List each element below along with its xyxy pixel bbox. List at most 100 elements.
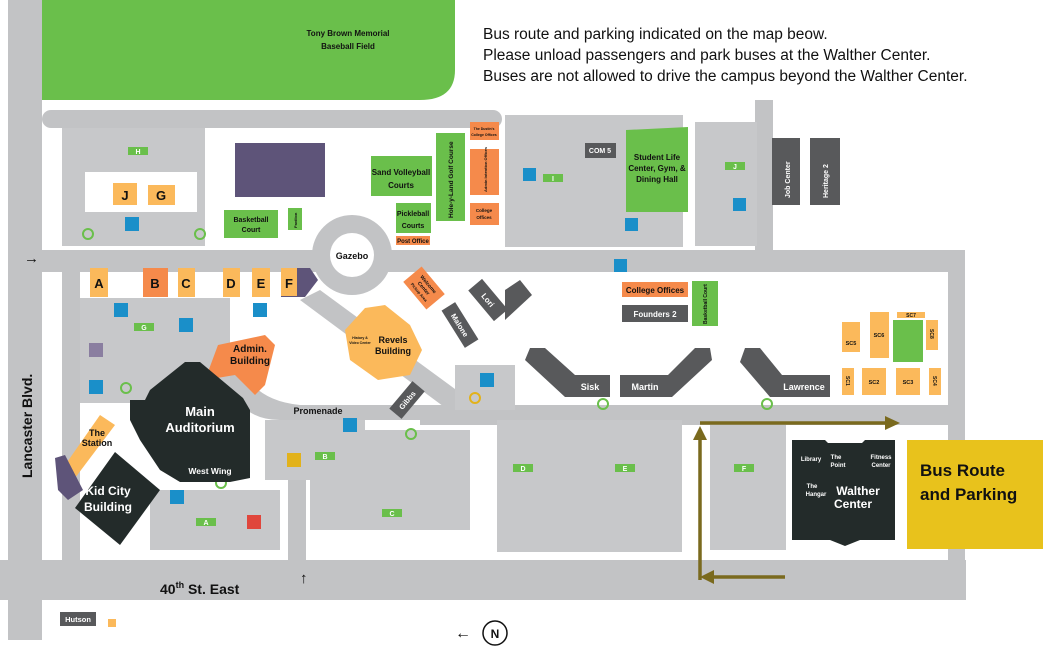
the-station xyxy=(63,415,115,478)
lawrence-building xyxy=(740,348,830,397)
sc5 xyxy=(842,322,860,352)
sc1 xyxy=(842,368,854,395)
building-j-label: J xyxy=(121,188,128,203)
gazebo-center xyxy=(330,233,374,277)
info-icon xyxy=(287,453,301,467)
com5-label: COM 5 xyxy=(589,148,611,155)
job-center xyxy=(772,138,800,205)
walther-center xyxy=(792,440,895,546)
building-d-label: D xyxy=(226,276,235,291)
west-entrance-arrow-icon: → xyxy=(24,250,39,267)
sc8 xyxy=(926,320,938,350)
lot-i-tag xyxy=(543,174,563,182)
accessible-lot xyxy=(455,365,515,410)
building-b xyxy=(143,268,168,297)
dustin-label-1: The Dustin's xyxy=(474,127,495,131)
hutson-building xyxy=(60,612,96,626)
admin-building xyxy=(205,335,275,395)
sand-volleyball-label-2: Courts xyxy=(388,181,414,190)
student-life-label-1: Student Life xyxy=(634,153,681,162)
bus-stop-icon xyxy=(761,398,773,410)
sc7 xyxy=(897,312,925,318)
lot-d-tag xyxy=(513,464,533,472)
auditorium-loop xyxy=(225,360,430,420)
sc-buildings xyxy=(842,312,941,395)
main-auditorium xyxy=(130,362,250,482)
basketball-court-east-label: Basketball Court xyxy=(703,284,709,324)
lot-h-label: H xyxy=(135,149,140,156)
accessible-icon xyxy=(114,303,128,317)
promenade-label: Promenade xyxy=(293,406,342,416)
station-label-2: Station xyxy=(82,438,113,448)
hangar-label-2: Hangar xyxy=(806,492,827,498)
kid-city-building xyxy=(75,452,160,545)
bus-route-east-arrowhead xyxy=(885,416,900,430)
lot-c-tag xyxy=(382,509,402,517)
point-label-1: The xyxy=(831,455,842,461)
kid-city-label-2: Building xyxy=(84,500,132,514)
pickleball-label-2: Courts xyxy=(402,223,425,230)
40th-street-label: 40th St. East xyxy=(160,580,240,597)
main-auditorium-label-2: Auditorium xyxy=(165,420,234,435)
building-e-label: E xyxy=(257,276,266,291)
40th-street-road xyxy=(0,560,966,600)
student-life-center xyxy=(626,127,688,212)
college-offices-small-label-1: College xyxy=(476,208,493,213)
baseball-label-1: Tony Brown Memorial xyxy=(307,29,390,38)
lancaster-blvd-label: Lancaster Blvd. xyxy=(19,374,35,478)
restroom-icon xyxy=(247,515,261,529)
founders-2-label: Founders 2 xyxy=(633,310,677,319)
building-f xyxy=(281,268,297,296)
pickleball-label-1: Pickleball xyxy=(397,211,429,218)
kid-city-label-1: Kid City xyxy=(85,484,131,498)
sc4-label: SC4 xyxy=(931,376,937,386)
basketball-court-east xyxy=(692,281,718,326)
hutson-marker xyxy=(108,619,116,627)
sc-courtyard xyxy=(893,320,923,362)
building-j xyxy=(113,183,137,205)
building-e xyxy=(252,268,270,297)
accessible-icons xyxy=(89,168,746,504)
notice-line-1: Bus route and parking indicated on the m… xyxy=(483,26,828,43)
heritage-2-label: Heritage 2 xyxy=(823,164,830,198)
lot-j-label: J xyxy=(733,164,737,171)
west-connector xyxy=(62,270,80,570)
lori-wing xyxy=(505,280,532,320)
student-life-label-3: Dining Hall xyxy=(636,175,678,184)
admin-label-1: Admin. xyxy=(233,344,267,355)
sc2 xyxy=(862,368,886,395)
accessible-icon xyxy=(253,303,267,317)
lot-h-tag xyxy=(128,147,148,155)
golf-course-label: Hole-y-Land Golf Course xyxy=(448,141,455,218)
accessible-icon xyxy=(523,168,536,181)
student-life-label-2: Center, Gym, & xyxy=(628,164,686,173)
south-entrance-arrow-icon: ↑ xyxy=(300,570,308,587)
accessible-icon xyxy=(480,373,494,387)
history-label-1: History & xyxy=(352,336,368,340)
accessible-icon xyxy=(733,198,746,211)
notice-line-3: Buses are not allowed to drive the campu… xyxy=(483,68,968,85)
station-annex xyxy=(55,455,83,500)
sc4 xyxy=(929,368,941,395)
building-f-label: F xyxy=(285,276,293,291)
com5 xyxy=(585,143,616,158)
lawrence-label: Lawrence xyxy=(783,382,825,392)
accessible-icon xyxy=(125,217,139,231)
job-center-label: Job Center xyxy=(785,161,792,198)
sc2-label: SC2 xyxy=(869,380,880,386)
basketball-label-2: Court xyxy=(242,227,261,234)
sc6-label: SC6 xyxy=(874,333,885,339)
bus-route-north-arrowhead xyxy=(693,426,707,440)
bus-route-legend-line-1: Bus Route xyxy=(920,461,1005,480)
lot-b-label: B xyxy=(322,454,327,461)
compass-north-label: N xyxy=(491,627,500,641)
lot-c-label: C xyxy=(389,511,394,518)
walther-label-2: Center xyxy=(834,497,872,511)
sc1-label: SC1 xyxy=(844,376,850,386)
lot-g-tag xyxy=(134,323,154,331)
shuttle-stop-icon xyxy=(469,392,481,404)
lot-b-tag xyxy=(315,452,335,460)
revels-label-1: Revels xyxy=(378,335,407,345)
lot-a-tag xyxy=(196,518,216,526)
accessible-icon xyxy=(614,259,627,272)
